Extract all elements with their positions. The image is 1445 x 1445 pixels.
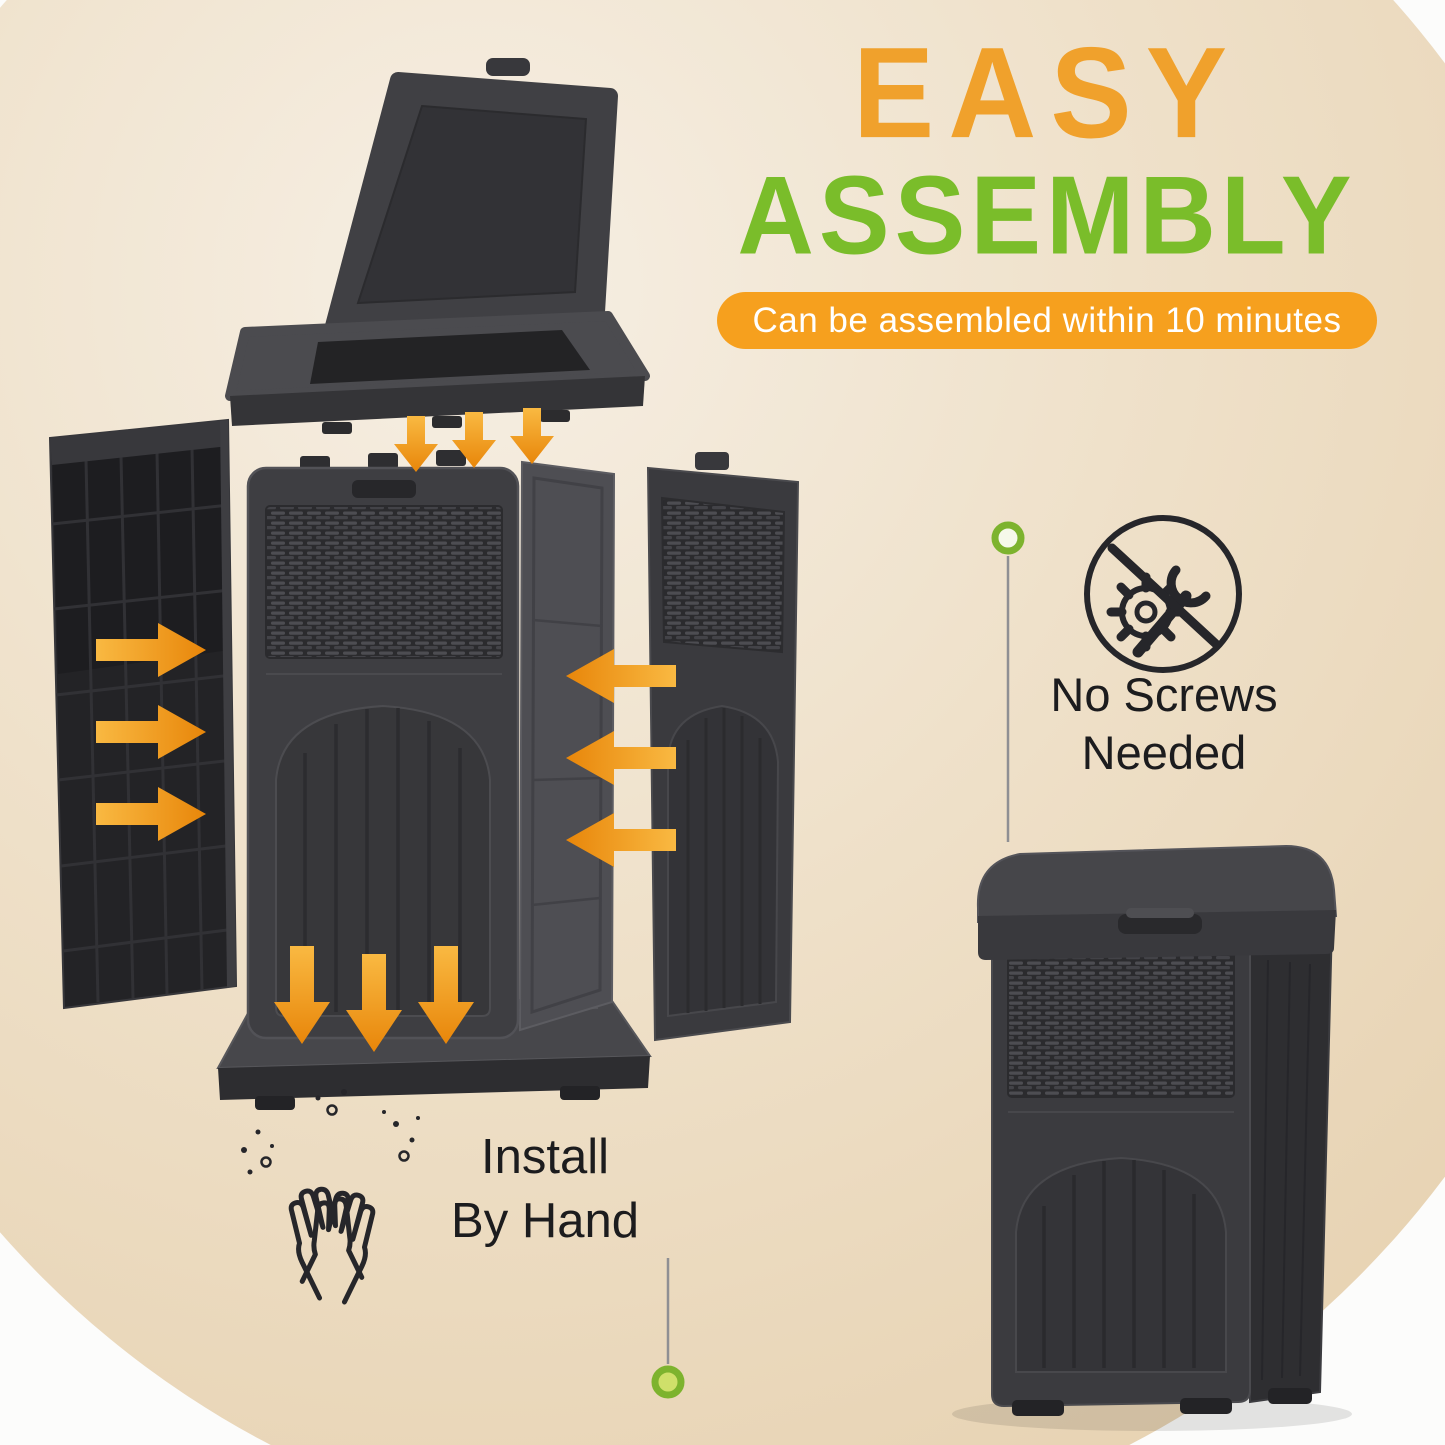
open-lid	[325, 58, 618, 334]
no-screws-icon	[1084, 515, 1242, 673]
green-ring-dot-icon	[651, 1365, 685, 1399]
lid-collar	[225, 311, 650, 434]
connector-top	[991, 521, 1025, 842]
connector-bottom	[651, 1258, 685, 1399]
front-panel	[246, 450, 520, 1040]
no-screws-line2: Needed	[1081, 726, 1247, 780]
right-panel	[646, 452, 800, 1042]
no-screws-line1: No Screws	[1050, 668, 1278, 721]
green-ring-dot-icon	[991, 521, 1025, 555]
back-panel	[518, 460, 616, 1032]
title-assembly: ASSEMBLY	[737, 153, 1357, 278]
install-line2: By Hand	[451, 1193, 639, 1248]
left-panel	[48, 418, 238, 1010]
install-by-hand-label: Install By Hand	[426, 1126, 664, 1253]
time-banner: Can be assembled within 10 minutes	[716, 292, 1378, 349]
clapping-hands-icon	[241, 1089, 420, 1302]
prohibition-slash-icon	[1107, 543, 1221, 649]
assembled-trash-can	[952, 844, 1352, 1431]
exploded-assembly-diagram	[48, 58, 800, 1110]
install-line1: Install	[480, 1130, 609, 1184]
title-easy: EASY	[852, 20, 1242, 165]
title-block: EASY ASSEMBLY Can be assembled within 10…	[671, 28, 1423, 349]
sparkle-dots-icon	[241, 1089, 420, 1175]
no-screws-label: No Screws Needed	[1016, 666, 1312, 783]
assembled-can-lid	[976, 844, 1338, 960]
